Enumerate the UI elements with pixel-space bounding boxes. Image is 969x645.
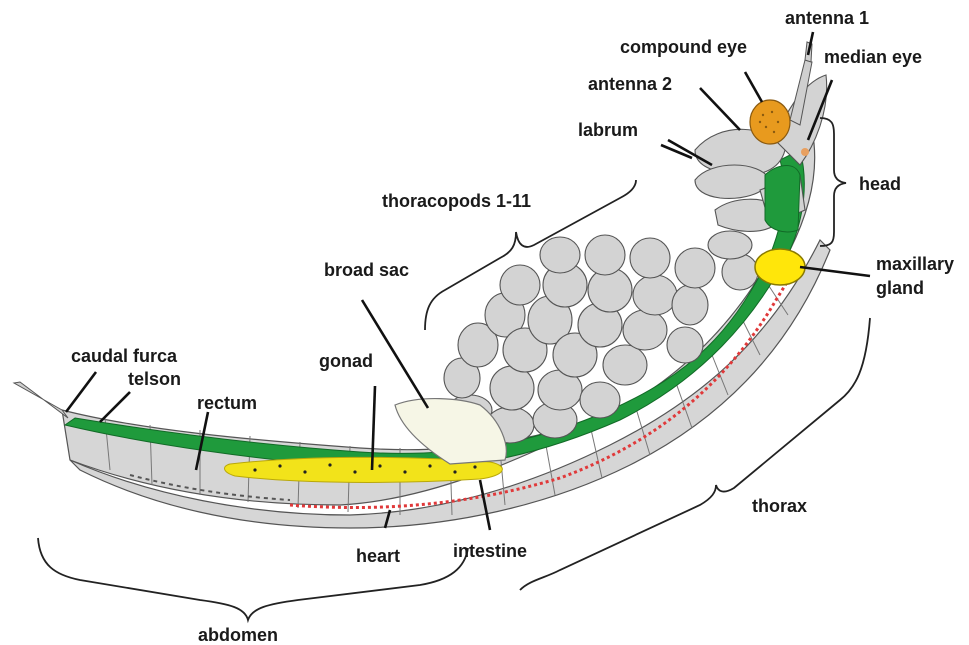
label-antenna-1: antenna 1 — [785, 9, 869, 28]
label-gonad: gonad — [319, 352, 373, 371]
label-head: head — [859, 175, 901, 194]
caudal-furca — [14, 382, 68, 418]
label-thoracopods: thoracopods 1-11 — [382, 192, 531, 211]
head-brace — [820, 118, 846, 246]
label-rectum: rectum — [197, 394, 257, 413]
label-abdomen: abdomen — [198, 626, 278, 645]
label-broad-sac: broad sac — [324, 261, 409, 280]
median-eye-shape — [801, 148, 809, 156]
abdomen-brace — [38, 538, 468, 620]
label-compound-eye: compound eye — [620, 38, 747, 57]
label-intestine: intestine — [453, 542, 527, 561]
label-heart: heart — [356, 547, 400, 566]
label-caudal-furca: caudal furca — [71, 347, 177, 366]
label-maxillary-gland-line1: maxillary — [876, 255, 954, 274]
label-median-eye: median eye — [824, 48, 922, 67]
label-telson: telson — [128, 370, 181, 389]
label-maxillary-gland-line2: gland — [876, 279, 924, 298]
label-antenna-2: antenna 2 — [588, 75, 672, 94]
label-labrum: labrum — [578, 121, 638, 140]
maxillary-gland-shape — [755, 249, 805, 285]
label-thorax: thorax — [752, 497, 807, 516]
compound-eye-shape — [750, 100, 790, 144]
